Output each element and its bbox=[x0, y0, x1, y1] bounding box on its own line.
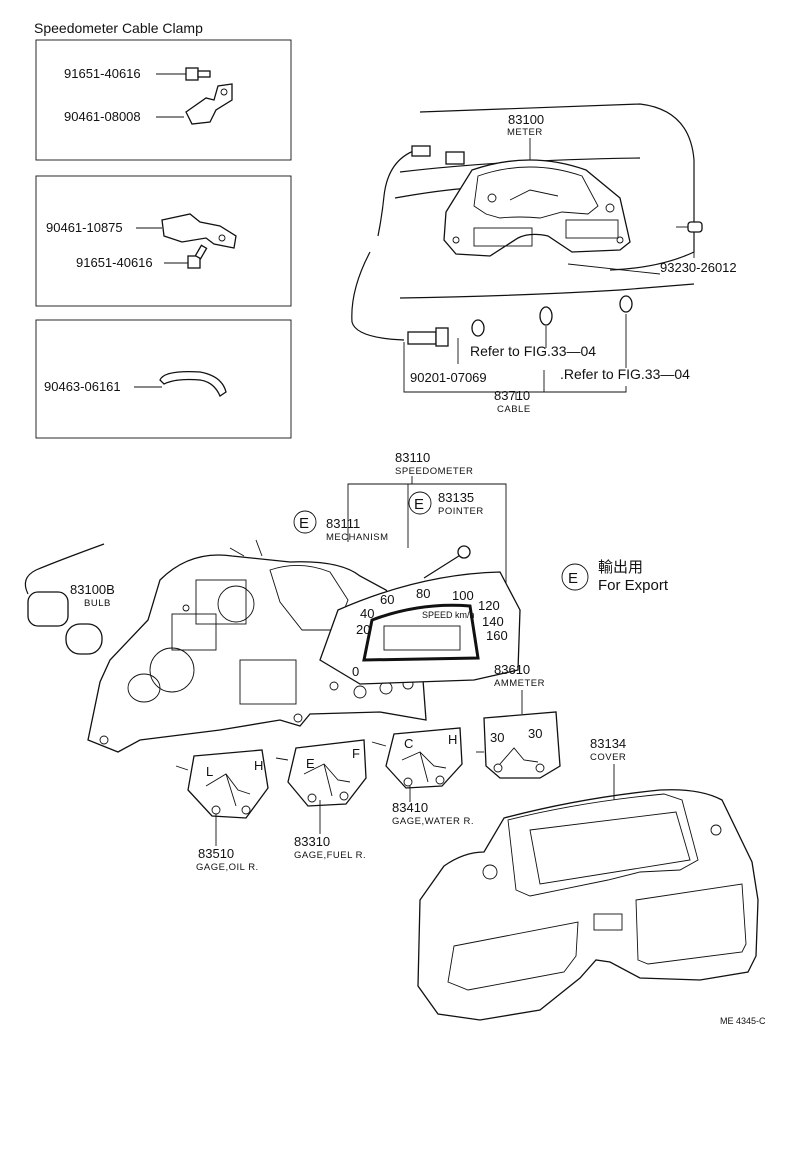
dial-tick-60: 60 bbox=[380, 592, 394, 607]
meter-part-number: 83100 bbox=[508, 112, 544, 127]
fuel-gage-label-full: F bbox=[352, 746, 360, 761]
reference-note-2: .Refer to FIG.33—04 bbox=[560, 366, 690, 382]
export-mark: E bbox=[299, 515, 309, 532]
ammeter-label-left: 30 bbox=[490, 730, 504, 745]
mechanism-part-number: 83111 bbox=[326, 516, 360, 531]
clamp-box-1-part-2: 90461-08008 bbox=[64, 109, 141, 124]
speedometer-dial bbox=[319, 571, 521, 685]
fuel-gage-name: GAGE,FUEL R. bbox=[294, 850, 366, 861]
bolt-icon bbox=[187, 244, 208, 269]
ammeter-gage bbox=[476, 711, 561, 779]
screw-part-number: 93230-26012 bbox=[660, 260, 737, 275]
grommet-part-number: 90201-07069 bbox=[410, 370, 487, 385]
dial-tick-100: 100 bbox=[452, 588, 474, 603]
pointer-name: POINTER bbox=[438, 506, 484, 517]
clamp-box-2-part-1: 90461-10875 bbox=[46, 220, 123, 235]
bulb-name: BULB bbox=[84, 598, 111, 609]
ammeter-name: AMMETER bbox=[494, 678, 545, 689]
export-mark-icon: E bbox=[408, 491, 432, 515]
ammeter-part-number: 83610 bbox=[494, 662, 530, 677]
spring-clip-icon bbox=[159, 371, 227, 397]
mechanism-name: MECHANISM bbox=[326, 532, 389, 543]
meter-cover bbox=[417, 789, 759, 1021]
clamp-box-3-part-1: 90463-06161 bbox=[44, 379, 121, 394]
water-gage-label-hot: H bbox=[448, 732, 457, 747]
clamp-box-1-part-1: 91651-40616 bbox=[64, 66, 141, 81]
clamp-box-1 bbox=[35, 39, 292, 161]
dial-unit-label: SPEED km/h bbox=[422, 610, 475, 620]
oil-gage-name: GAGE,OIL R. bbox=[196, 862, 259, 873]
dial-tick-20: 20 bbox=[356, 622, 370, 637]
water-gage-name: GAGE,WATER R. bbox=[392, 816, 474, 827]
export-mark: E bbox=[414, 496, 424, 513]
oil-gage-label-low: L bbox=[206, 764, 213, 779]
clamp-box-2 bbox=[35, 175, 292, 307]
dial-tick-40: 40 bbox=[360, 606, 374, 621]
dial-tick-120: 120 bbox=[478, 598, 500, 613]
grommet-icon bbox=[471, 319, 485, 337]
dial-tick-160: 160 bbox=[486, 628, 508, 643]
cable-part-number: 83710 bbox=[494, 388, 530, 403]
meter-name: METER bbox=[507, 127, 543, 138]
speedometer-cable bbox=[351, 145, 465, 347]
meter-assembly bbox=[443, 159, 631, 257]
clamp-box-3 bbox=[35, 319, 292, 439]
bulb-icon bbox=[24, 543, 105, 655]
legend-japanese: 輸出用 bbox=[598, 559, 643, 576]
pointer-icon bbox=[423, 545, 471, 579]
clamp-icon bbox=[185, 83, 233, 125]
dial-tick-140: 140 bbox=[482, 614, 504, 629]
speedometer-name: SPEEDOMETER bbox=[395, 466, 473, 477]
dial-tick-0: 0 bbox=[352, 664, 359, 679]
water-gage-label-cold: C bbox=[404, 736, 413, 751]
reference-code: ME 4345-C bbox=[720, 1016, 766, 1026]
clamp-box-2-part-2: 91651-40616 bbox=[76, 255, 153, 270]
oil-gage bbox=[175, 749, 269, 819]
oil-gage-part-number: 83510 bbox=[198, 846, 234, 861]
cover-part-number: 83134 bbox=[590, 736, 626, 751]
oil-gage-label-high: H bbox=[254, 758, 263, 773]
reference-note-1: Refer to FIG.33—04 bbox=[470, 343, 596, 359]
fuel-gage bbox=[275, 739, 367, 807]
water-gage-part-number: 83410 bbox=[392, 800, 428, 815]
water-gage bbox=[371, 727, 463, 789]
speedometer-part-number: 83110 bbox=[395, 450, 430, 465]
export-mark-icon: E bbox=[293, 510, 317, 534]
export-mark-icon: E bbox=[561, 563, 589, 591]
meter-housing bbox=[87, 539, 427, 753]
bulb-part-number: 83100B bbox=[70, 582, 115, 597]
cover-name: COVER bbox=[590, 752, 626, 763]
bolt-icon bbox=[185, 67, 211, 81]
screw-icon bbox=[676, 221, 703, 233]
pointer-part-number: 83135 bbox=[438, 490, 474, 505]
export-mark: E bbox=[568, 570, 578, 587]
dial-tick-80: 80 bbox=[416, 586, 430, 601]
washer-icon bbox=[539, 295, 633, 326]
fuel-gage-label-empty: E bbox=[306, 756, 315, 771]
diagram-title: Speedometer Cable Clamp bbox=[34, 20, 203, 36]
fuel-gage-part-number: 83310 bbox=[294, 834, 330, 849]
ammeter-label-right: 30 bbox=[528, 726, 542, 741]
clamp-icon bbox=[161, 213, 237, 249]
legend-english: For Export bbox=[598, 577, 669, 594]
cable-name: CABLE bbox=[497, 404, 531, 415]
